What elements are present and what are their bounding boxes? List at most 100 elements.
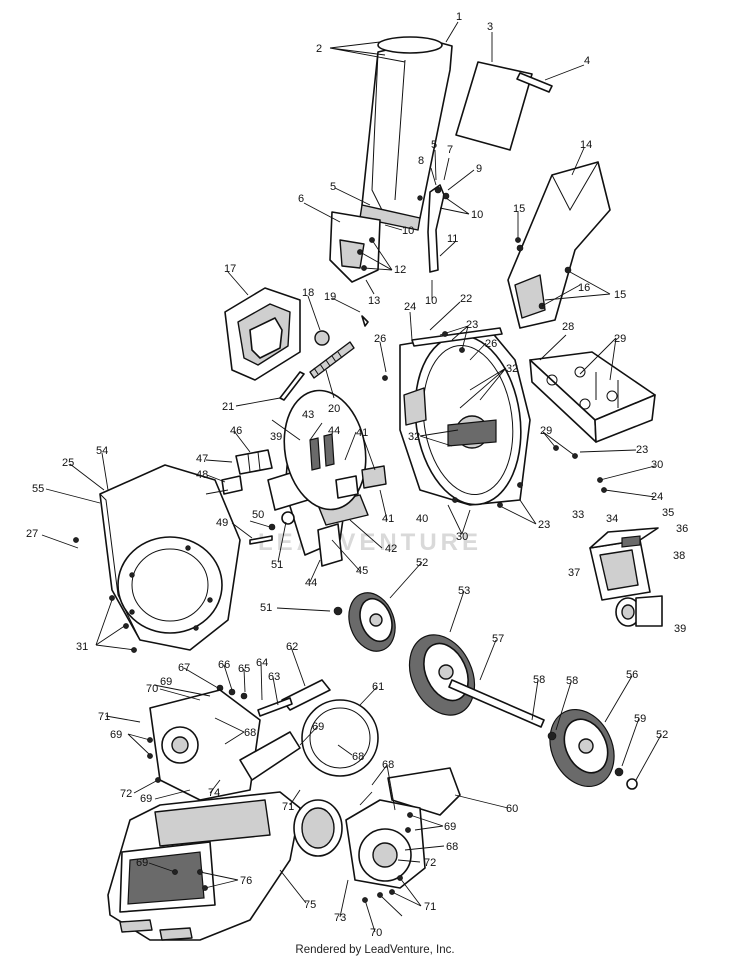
callout-10a: 10 [471,209,483,221]
callout-43: 44 [305,577,317,589]
bearing-housing-box [589,527,659,601]
callout-44b: 45 [356,565,368,577]
callout-41b: 42 [385,543,397,555]
callout-70a: 70 [146,683,158,695]
callout-64: 65 [238,663,250,675]
bearing [615,595,663,627]
callout-68d: 69 [136,857,148,869]
callout-37: 38 [673,550,685,562]
callout-17: 17 [224,263,236,275]
leader-lines [41,21,662,933]
hardware-fasteners [73,237,607,903]
callout-23b: 23 [636,444,648,456]
nut-51-left [333,606,343,616]
callout-48: 49 [216,517,228,529]
callout-65: 66 [218,659,230,671]
callout-1: 1 [456,11,462,23]
callout-5b: 5 [330,181,336,193]
callout-67: 68 [352,751,364,763]
callout-11: 11 [447,233,458,245]
callout-58a: 58 [566,675,578,687]
washer-58-a [547,731,557,741]
axle [448,679,545,728]
callout-60: 61 [372,681,384,693]
blade-assembly [267,389,369,567]
callout-72a: 72 [120,788,132,800]
callout-9: 9 [476,163,482,175]
watermark: LEADVENTURE [258,529,482,556]
callout-61: 62 [286,641,298,653]
callout-56: 57 [492,633,504,645]
callout-53: 54 [96,445,108,457]
callout-23a: 23 [466,319,478,331]
pin [516,72,553,93]
callout-21: 21 [222,401,234,413]
callout-13: 13 [368,295,380,307]
callout-5a: 5 [431,139,437,151]
footer-credit: Rendered by LeadVenture, Inc. [295,944,455,956]
callout-24b: 25 [62,457,74,469]
callout-44a: 44 [328,425,340,437]
callout-75: 76 [240,875,252,887]
callout-59: 60 [506,803,518,815]
left-housing [99,464,241,651]
callout-68b: 68 [382,759,394,771]
callout-29b: 30 [651,459,663,471]
callout-57: 58 [533,674,545,686]
callout-25: 26 [485,338,497,350]
callout-35: 36 [676,523,688,535]
rear-guard [224,287,301,381]
callout-39b: 40 [416,513,428,525]
callout-29a: 29 [540,425,552,437]
callout-74: 75 [304,899,316,911]
bracket-61 [281,679,331,711]
callout-32b: 33 [572,509,584,521]
callout-22: 22 [460,293,472,305]
callout-24a: 24 [404,301,416,313]
callout-16: 16 [578,282,590,294]
callout-69d: 69 [312,721,324,733]
callout-41a: 41 [382,513,394,525]
callout-26b: 27 [26,528,38,540]
engine-mount-plate [529,351,656,443]
callout-63: 64 [256,657,268,669]
callout-30a: 30 [456,531,468,543]
callout-46: 47 [196,453,208,465]
callout-20: 20 [328,403,340,415]
callout-71a: 71 [98,711,110,723]
callout-49: 50 [252,509,264,521]
callout-14: 14 [580,139,592,151]
upper-discharge-chute [359,36,453,231]
callout-23d: 24 [651,491,663,503]
curved-plate [387,767,461,816]
callout-58b: 59 [634,713,646,725]
callout-15b: 15 [614,289,626,301]
small-hardware-group [221,449,295,545]
callout-45: 46 [230,425,242,437]
callout-72b: 73 [334,912,346,924]
callout-10c: 10 [425,295,437,307]
callout-28: 29 [614,333,626,345]
callout-71c: 72 [424,857,436,869]
right-pulley-housing [345,799,426,889]
callout-18: 18 [302,287,314,299]
callout-36: 37 [568,567,580,579]
callout-32a: 32 [506,363,518,375]
callout-39a: 39 [270,431,282,443]
callout-4: 4 [584,55,590,67]
callout-26a: 26 [374,333,386,345]
callout-69c: 69 [140,793,152,805]
callout-51a: 51 [260,602,272,614]
chute-bracket [329,211,381,283]
spring-assembly [279,315,369,401]
callout-34: 35 [662,507,674,519]
nut-51-right [626,778,638,790]
drum [293,799,343,857]
callout-38: 39 [674,623,686,635]
hopper-chute [507,161,611,329]
callout-62: 63 [268,671,280,683]
callout-69a: 69 [160,676,172,688]
callout-8: 8 [418,155,424,167]
lower-left-housing [149,689,261,801]
